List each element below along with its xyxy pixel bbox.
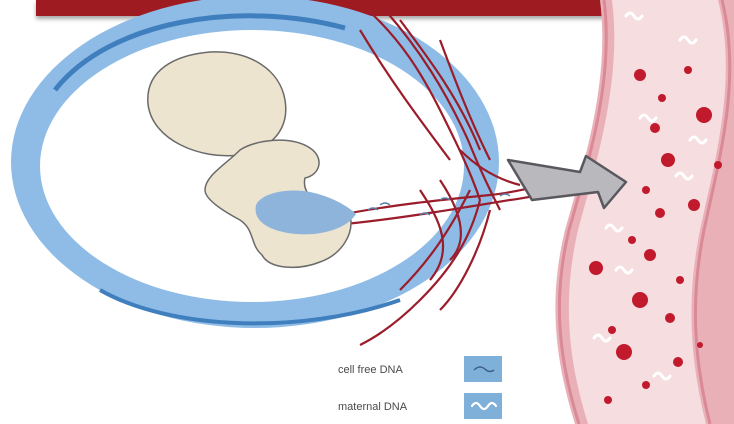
- legend-label-maternal-dna: maternal DNA: [338, 401, 407, 413]
- maternal-dna-icon: [464, 393, 502, 419]
- cell-free-dna-icon: [464, 356, 502, 382]
- legend-label-cell-free-dna: cell free DNA: [338, 364, 403, 376]
- maternal-blood-vessel: [555, 0, 734, 424]
